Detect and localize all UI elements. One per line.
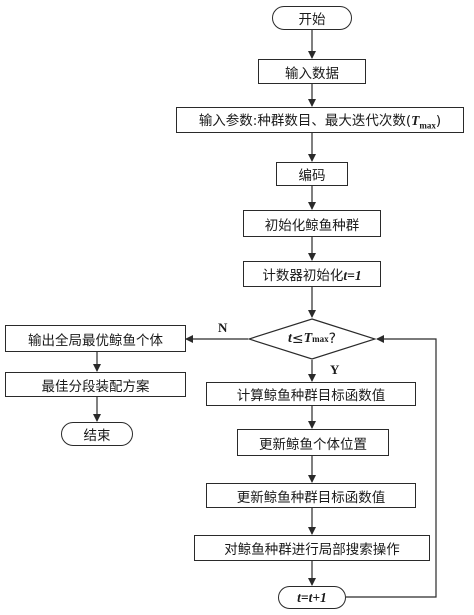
loop-back-arrow	[346, 335, 437, 598]
calc-objective-box: 计算鲸鱼种群目标函数值	[206, 382, 416, 406]
counter-init-expr: t=1	[343, 268, 362, 283]
decision-T: T	[303, 331, 313, 346]
start-node: 开始	[272, 6, 352, 30]
end-node: 结束	[61, 422, 133, 446]
decision-var: t	[287, 331, 292, 346]
tmax-sub: max	[419, 120, 436, 131]
output-best-label: 输出全局最优鲸鱼个体	[28, 332, 163, 349]
input-data-label: 输入数据	[285, 65, 339, 82]
end-label: 结束	[83, 428, 111, 444]
input-data-box: 输入数据	[258, 59, 366, 84]
calc-objective-label: 计算鲸鱼种群目标函数值	[236, 388, 386, 404]
input-params-prefix: 输入参数:种群数目、最大迭代次数(	[198, 113, 412, 130]
encode-box: 编码	[276, 162, 348, 186]
decision-sub: max	[312, 334, 329, 344]
decision-op: ≤	[291, 331, 304, 347]
decision-diamond-shape	[248, 318, 376, 360]
start-label: 开始	[298, 12, 326, 28]
input-params-box: 输入参数:种群数目、最大迭代次数(Tmax)	[176, 107, 464, 133]
best-plan-label: 最佳分段装配方案	[41, 378, 150, 395]
best-plan-box: 最佳分段装配方案	[5, 372, 186, 397]
output-best-box: 输出全局最优鲸鱼个体	[5, 325, 186, 352]
increment-node: t=t+1	[278, 586, 346, 609]
local-search-label: 对鲸鱼种群进行局部搜索操作	[224, 542, 400, 558]
update-position-label: 更新鲸鱼个体位置	[259, 436, 367, 453]
init-population-box: 初始化鲸鱼种群	[243, 210, 381, 237]
decision-q: ?	[328, 331, 337, 347]
tmax-var: T	[411, 113, 420, 129]
counter-init-label: 计数器初始化t=1	[262, 264, 361, 284]
label-yes: Y	[330, 362, 340, 377]
counter-init-box: 计数器初始化t=1	[243, 261, 381, 287]
label-no: N	[218, 320, 228, 335]
init-population-label: 初始化鲸鱼种群	[264, 217, 360, 234]
counter-init-prefix: 计数器初始化	[262, 268, 344, 284]
input-params-label: 输入参数:种群数目、最大迭代次数(Tmax)	[199, 109, 441, 131]
input-params-suffix: )	[435, 113, 442, 130]
update-position-box: 更新鲸鱼个体位置	[237, 429, 389, 456]
update-objective-label: 更新鲸鱼种群目标函数值	[236, 489, 386, 506]
update-objective-box: 更新鲸鱼种群目标函数值	[206, 483, 416, 508]
encode-label: 编码	[298, 168, 326, 184]
increment-label: t=t+1	[297, 589, 327, 605]
local-search-box: 对鲸鱼种群进行局部搜索操作	[194, 535, 430, 561]
